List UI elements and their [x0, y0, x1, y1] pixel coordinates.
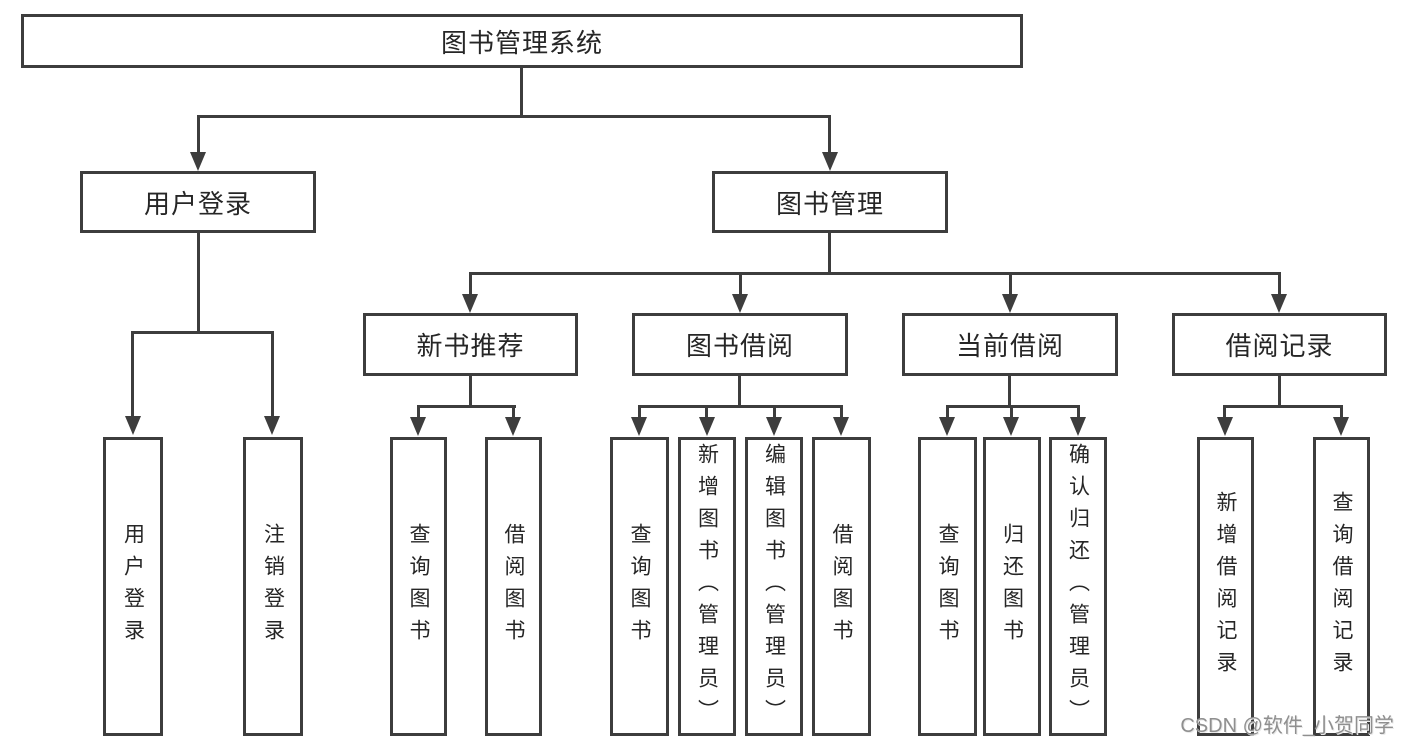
leaf-add-books-admin: 新增图书（管理员） [678, 437, 736, 736]
connector-recommend-stub [469, 376, 472, 407]
leaf-user-login: 用户登录 [103, 437, 163, 736]
node-label: 图书管理 [775, 188, 884, 219]
node-label: 新增图书（管理员） [695, 442, 719, 731]
connector-root-stub [520, 68, 523, 117]
csdn-watermark: CSDN @软件_小贺同学 [1180, 715, 1394, 737]
connector-stem [1223, 405, 1226, 419]
node-label: 图书管理系统 [440, 27, 603, 58]
arrow-down-icon [1070, 417, 1086, 436]
connector-root-branch [197, 115, 831, 118]
node-label: 确认归还（管理员） [1066, 442, 1090, 731]
leaf-confirm-return-admin: 确认归还（管理员） [1049, 437, 1107, 736]
leaf-query-borrow-record: 查询借阅记录 [1313, 437, 1370, 736]
connector-stem [1278, 272, 1281, 296]
connector-stem [1010, 405, 1013, 419]
arrow-down-icon [264, 416, 280, 435]
node-label: 新书推荐 [416, 331, 525, 361]
node-label: 查询图书 [936, 522, 959, 651]
node-label: 借阅记录 [1225, 331, 1334, 361]
node-user-login: 用户登录 [80, 171, 316, 233]
connector-userlogin-stub [197, 233, 200, 333]
node-label: 归还图书 [1000, 522, 1024, 651]
leaf-edit-books-admin: 编辑图书（管理员） [745, 437, 803, 736]
node-book-borrowing: 图书借阅 [632, 313, 848, 376]
node-label: 图书借阅 [685, 331, 794, 361]
leaf-return-books: 归还图书 [983, 437, 1041, 736]
arrow-down-icon [1333, 417, 1349, 436]
arrow-down-icon [631, 417, 647, 436]
connector-records-stub [1278, 376, 1281, 407]
arrow-down-icon [732, 294, 748, 313]
connector-stem [705, 405, 708, 419]
connector-userlogin-branch [131, 331, 274, 334]
connector-records-branch [1223, 405, 1343, 408]
node-current-borrowing: 当前借阅 [902, 313, 1118, 376]
connector-stem [512, 405, 515, 419]
arrow-down-icon [833, 417, 849, 436]
connector-stem-book-management [828, 115, 831, 154]
connector-stem [271, 331, 274, 416]
node-label: 查询图书 [628, 522, 651, 651]
connector-bookmgmt-stub [828, 233, 831, 274]
node-label: 借阅图书 [830, 522, 853, 651]
node-label: 查询借阅记录 [1330, 490, 1353, 683]
connector-stem [1009, 272, 1012, 296]
connector-stem [1340, 405, 1343, 419]
arrow-down-icon [125, 416, 141, 435]
arrow-down-icon [1003, 417, 1019, 436]
arrow-down-icon [766, 417, 782, 436]
connector-stem [638, 405, 641, 419]
arrow-down-icon [505, 417, 521, 436]
leaf-borrow-books-recommend: 借阅图书 [485, 437, 542, 736]
connector-stem [1077, 405, 1080, 419]
node-label: 查询图书 [407, 522, 430, 651]
leaf-logout: 注销登录 [243, 437, 303, 736]
leaf-query-books-current: 查询图书 [918, 437, 977, 736]
connector-stem-user-login [197, 115, 200, 154]
connector-stem [131, 331, 134, 416]
node-label: 用户登录 [143, 188, 252, 219]
connector-recommend-branch [417, 405, 516, 408]
node-new-book-recommend: 新书推荐 [363, 313, 578, 376]
connector-stem [417, 405, 420, 419]
connector-bookmgmt-branch [469, 272, 1281, 275]
connector-stem [469, 272, 472, 296]
arrow-down-icon [410, 417, 426, 436]
leaf-query-books-borrow: 查询图书 [610, 437, 669, 736]
arrow-down-icon [1217, 417, 1233, 436]
leaf-borrow-books: 借阅图书 [812, 437, 871, 736]
leaf-add-borrow-record: 新增借阅记录 [1197, 437, 1254, 736]
leaf-query-books-recommend: 查询图书 [390, 437, 447, 736]
arrow-down-icon [190, 152, 206, 171]
connector-stem [946, 405, 949, 419]
connector-borrow-stub [738, 376, 741, 407]
connector-current-stub [1008, 376, 1011, 407]
node-borrowing-records: 借阅记录 [1172, 313, 1387, 376]
connector-current-branch [946, 405, 1080, 408]
connector-stem [773, 405, 776, 419]
node-library-management-system: 图书管理系统 [21, 14, 1023, 68]
arrow-down-icon [1002, 294, 1018, 313]
arrow-down-icon [699, 417, 715, 436]
node-label: 借阅图书 [502, 522, 525, 651]
node-label: 用户登录 [121, 522, 145, 651]
node-label: 当前借阅 [955, 331, 1064, 361]
node-label: 编辑图书（管理员） [762, 442, 786, 731]
node-label: 新增借阅记录 [1214, 490, 1237, 683]
arrow-down-icon [462, 294, 478, 313]
arrow-down-icon [939, 417, 955, 436]
node-book-management: 图书管理 [712, 171, 948, 233]
arrow-down-icon [822, 152, 838, 171]
connector-borrow-branch [638, 405, 843, 408]
connector-stem [739, 272, 742, 296]
connector-stem [840, 405, 843, 419]
node-label: 注销登录 [261, 522, 285, 651]
arrow-down-icon [1271, 294, 1287, 313]
